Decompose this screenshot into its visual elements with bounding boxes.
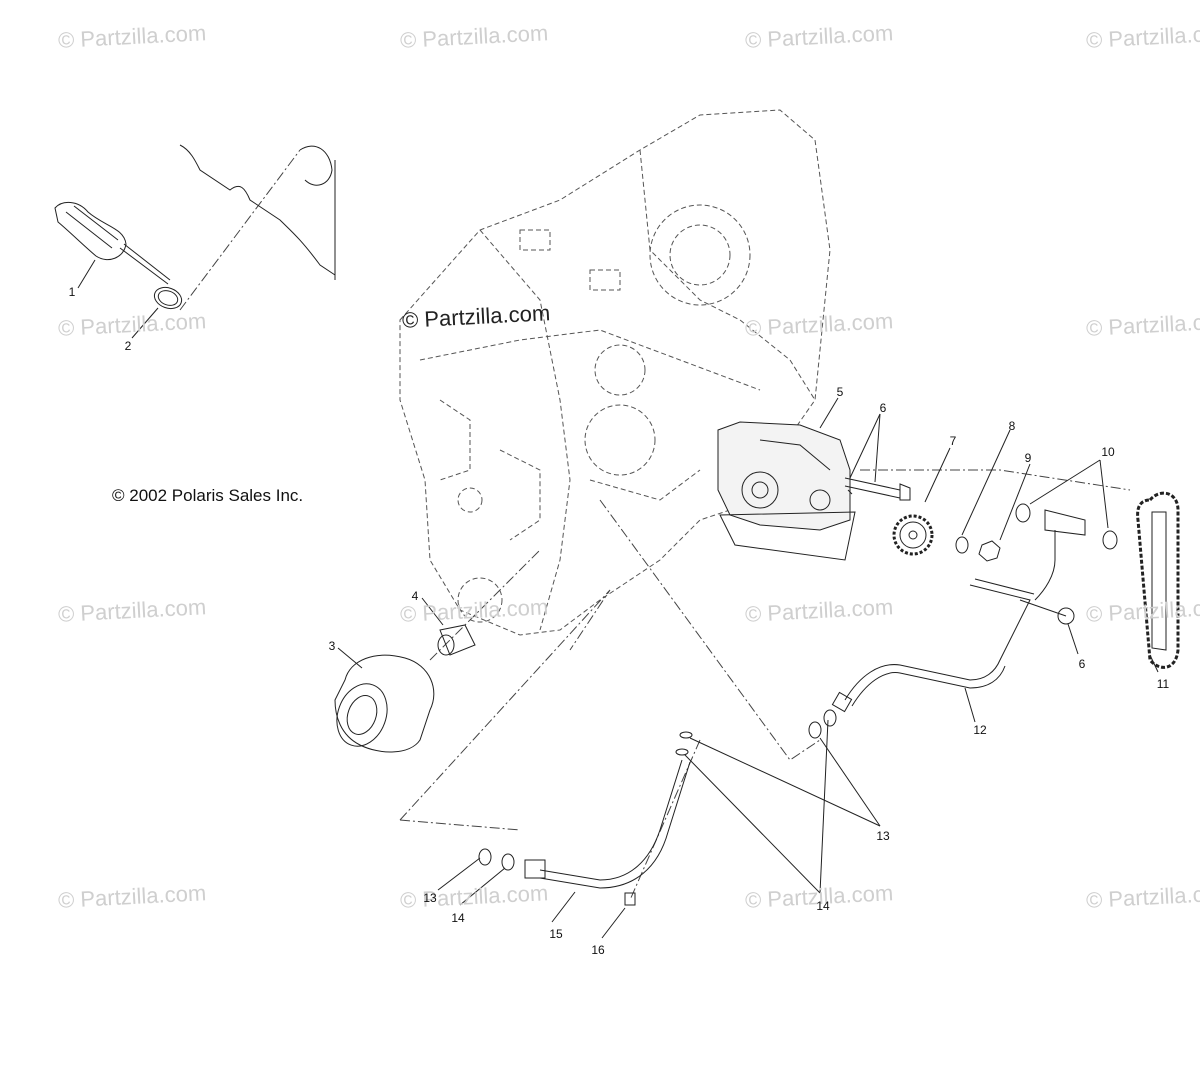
callout-label: 11	[1156, 677, 1170, 691]
assembly-lines	[179, 149, 1131, 901]
washer-set	[478, 709, 837, 871]
callout-label: 7	[949, 434, 957, 448]
nut-part	[978, 540, 1001, 562]
copyright-text: © 2002 Polaris Sales Inc.	[112, 486, 304, 505]
callout-label: 14	[451, 911, 465, 925]
callout-label: 13	[423, 891, 437, 905]
callout-label: 15	[549, 927, 563, 941]
callout-label: 16	[591, 943, 605, 957]
callout-label: 6	[1078, 657, 1086, 671]
bolt-part	[844, 477, 1075, 625]
callout-label: 8	[1008, 419, 1016, 433]
chain-part	[1136, 491, 1180, 669]
callout-label: 5	[836, 385, 844, 399]
callout-label: 6	[879, 401, 887, 415]
callout-label: 1	[68, 285, 76, 299]
dipstick-part	[54, 202, 171, 285]
fitting-part	[1015, 503, 1118, 601]
callout-leaders	[77, 259, 1159, 939]
washer-part	[955, 536, 969, 554]
callout-label: 12	[973, 723, 987, 737]
filter-fitting-part	[437, 624, 476, 656]
callout-label: 2	[124, 339, 132, 353]
small-bolt-part	[624, 892, 636, 906]
o-ring-part	[153, 286, 183, 310]
return-tube-part	[524, 759, 691, 889]
callout-label: 13	[876, 829, 890, 843]
callout-label: 3	[328, 639, 336, 653]
callout-label: 4	[411, 589, 419, 603]
callout-label: 14	[816, 899, 830, 913]
engine-crankcase-outline	[399, 109, 831, 636]
sprocket-part	[892, 514, 934, 556]
callout-label: 10	[1101, 445, 1115, 459]
oil-filter-part	[334, 654, 435, 753]
pickup-tube-part	[831, 578, 1035, 713]
crankcase-detail	[179, 144, 336, 280]
callout-label: 9	[1024, 451, 1032, 465]
oil-pump-part	[717, 421, 856, 561]
